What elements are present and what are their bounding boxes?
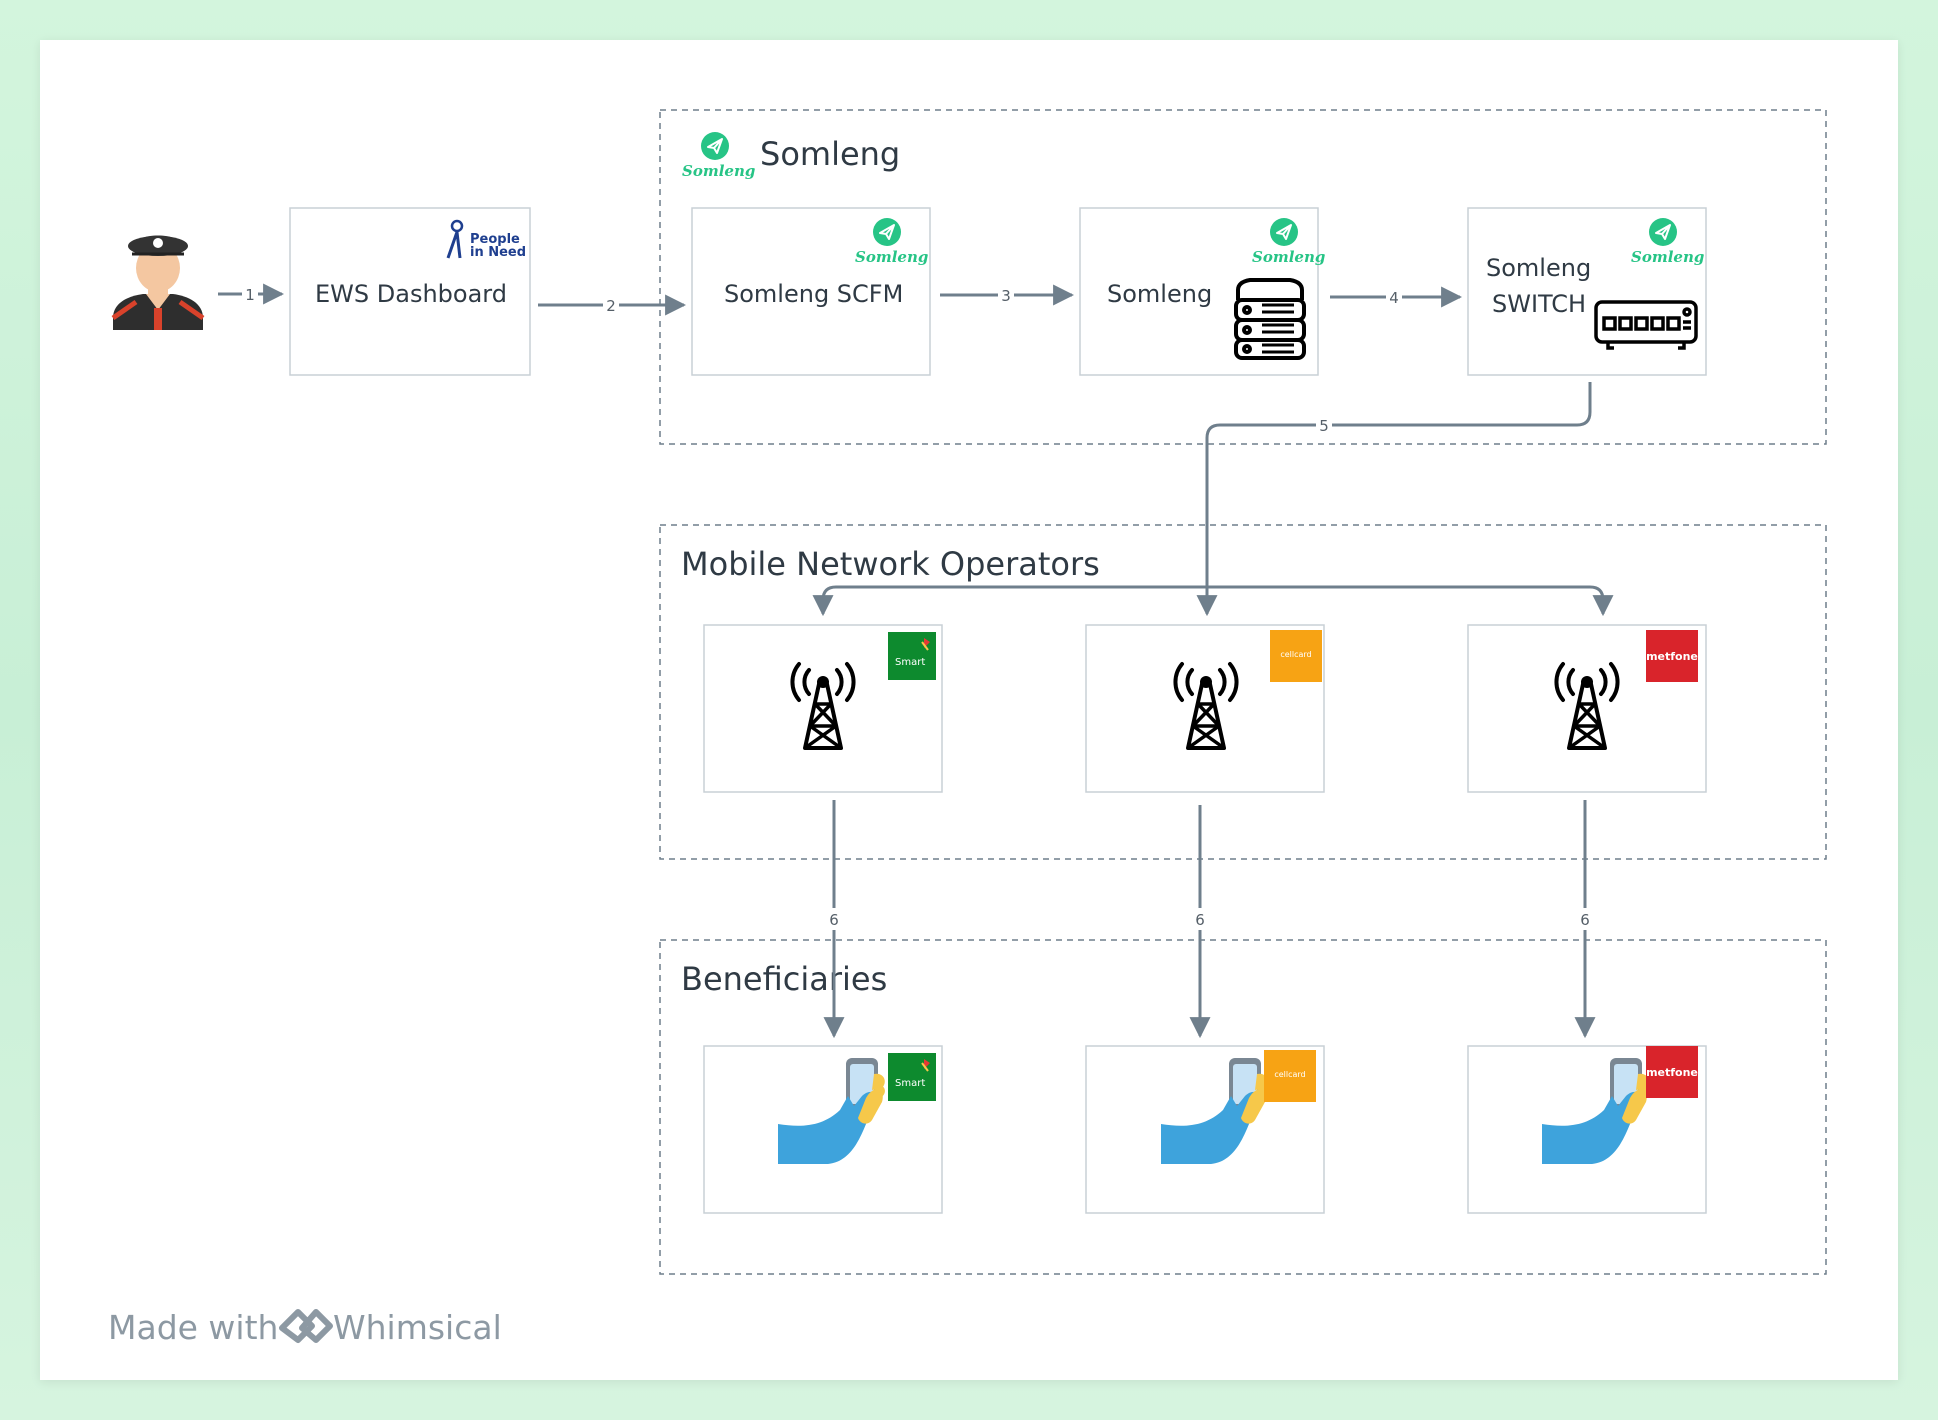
group-title-beneficiaries: Beneficiaries xyxy=(681,960,887,998)
node-label-switch-line2: SWITCH xyxy=(1492,290,1586,318)
smart-logo-beneficiary: Smart xyxy=(887,1052,937,1102)
node-label-somleng: Somleng xyxy=(1107,280,1212,308)
edge-label-3: 3 xyxy=(1001,287,1011,305)
node-label-ews: EWS Dashboard xyxy=(315,280,507,308)
node-somleng-switch[interactable]: Somleng SWITCH Somleng xyxy=(1467,207,1707,376)
edge-label-2: 2 xyxy=(606,297,616,315)
group-title-mno: Mobile Network Operators xyxy=(681,545,1100,583)
cellcard-logo-text: cellcard xyxy=(1280,650,1311,659)
beneficiary-node-cellcard[interactable]: cellcard xyxy=(1085,1045,1325,1214)
somleng-group-logo-text: Somleng xyxy=(682,162,755,180)
node-label-switch-line1: Somleng xyxy=(1486,254,1591,282)
metfone-logo-beneficiary: metfone xyxy=(1646,1046,1698,1098)
edge-label-6-metfone: 6 xyxy=(1580,911,1590,929)
pin-logo-line2: in Need xyxy=(470,245,526,260)
mno-node-metfone[interactable]: metfone xyxy=(1467,624,1707,793)
server-icon xyxy=(1234,278,1306,360)
cellcard-logo-beneficiary: cellcard xyxy=(1264,1050,1316,1102)
smart-logo-text: Smart xyxy=(895,657,925,668)
edge-5-branch-left xyxy=(812,585,1207,617)
pin-logo-line1: People xyxy=(470,232,520,247)
whimsical-logo-icon xyxy=(279,1309,333,1343)
edge-label-4: 4 xyxy=(1389,289,1399,307)
metfone-logo-beneficiary-text: metfone xyxy=(1646,1066,1698,1079)
somleng-logo-switch: Somleng xyxy=(1631,217,1704,266)
somleng-group-logo: Somleng xyxy=(682,131,755,180)
group-title-somleng: Somleng xyxy=(760,135,900,173)
smart-logo-beneficiary-text: Smart xyxy=(895,1078,925,1089)
whimsical-watermark[interactable]: Made with Whimsical xyxy=(108,1308,502,1347)
metfone-logo: metfone xyxy=(1646,630,1698,682)
edge-5-branch-right xyxy=(1207,585,1614,617)
mno-node-smart[interactable]: Smart xyxy=(703,624,943,793)
somleng-logo-scfm: Somleng xyxy=(855,217,928,266)
beneficiary-node-metfone[interactable]: metfone xyxy=(1467,1045,1707,1214)
somleng-logo-server: Somleng xyxy=(1252,217,1325,266)
edge-label-1: 1 xyxy=(245,286,255,304)
group-somleng xyxy=(659,109,1827,445)
somleng-logo-switch-text: Somleng xyxy=(1631,248,1704,266)
switch-icon xyxy=(1594,300,1698,350)
smart-logo: Smart xyxy=(887,631,937,681)
edge-label-6-smart: 6 xyxy=(829,911,839,929)
node-ews-dashboard[interactable]: EWS Dashboard People in Need xyxy=(289,207,531,376)
edge-5 xyxy=(1196,382,1592,617)
group-beneficiaries xyxy=(659,939,1827,1275)
watermark-prefix: Made with xyxy=(108,1308,278,1347)
node-label-scfm: Somleng SCFM xyxy=(724,280,903,308)
node-somleng-scfm[interactable]: Somleng SCFM Somleng xyxy=(691,207,931,376)
cellcard-logo-beneficiary-text: cellcard xyxy=(1274,1070,1305,1079)
edge-labels: 1 2 3 4 5 6 6 6 xyxy=(242,283,1593,930)
somleng-logo-scfm-text: Somleng xyxy=(855,248,928,266)
group-mno xyxy=(659,524,1827,860)
beneficiary-node-smart[interactable]: Smart xyxy=(703,1045,943,1214)
edge-label-5: 5 xyxy=(1319,417,1329,435)
officer-icon[interactable] xyxy=(111,235,205,331)
edge-label-6-cellcard: 6 xyxy=(1195,911,1205,929)
watermark-brand: Whimsical xyxy=(333,1308,502,1347)
mno-node-cellcard[interactable]: cellcard xyxy=(1085,624,1325,793)
metfone-logo-text: metfone xyxy=(1646,650,1698,663)
cellcard-logo: cellcard xyxy=(1270,630,1322,682)
somleng-logo-server-text: Somleng xyxy=(1252,248,1325,266)
people-in-need-logo: People in Need xyxy=(446,219,526,260)
node-somleng[interactable]: Somleng Somleng xyxy=(1079,207,1325,376)
